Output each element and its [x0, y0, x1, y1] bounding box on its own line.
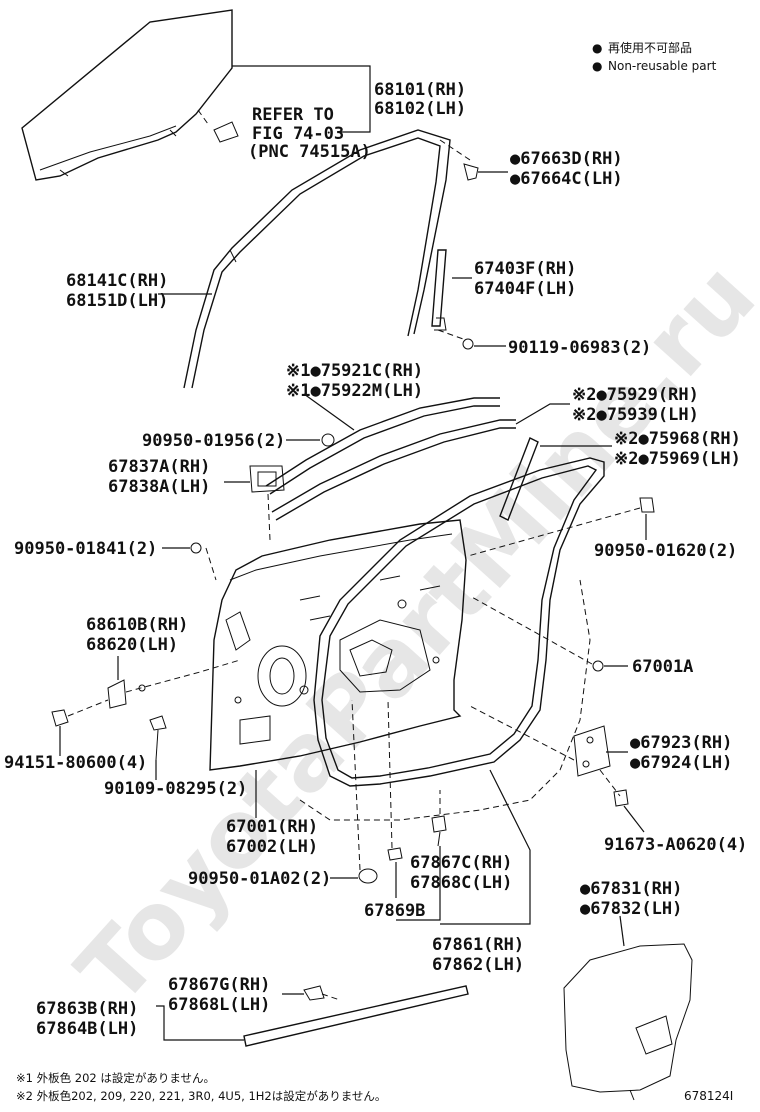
service-hole-cover-label-lh: ●67832(LH)	[580, 899, 682, 919]
plug-01a02-label: 90950-01A02(2)	[188, 869, 331, 889]
legend-item-en: ●	[592, 59, 602, 73]
check-label-rh: 68610B(RH)	[86, 615, 188, 635]
footnote-2: ※2 外板色202, 209, 220, 221, 3R0, 4U5, 1H2は…	[16, 1089, 386, 1103]
hinge-cover-label-lh: 67838A(LH)	[108, 477, 210, 497]
door-weatherstrip	[299, 457, 605, 821]
weatherstrip-clip-label-rh: 67867C(RH)	[410, 853, 512, 873]
figure-number: 678124I	[684, 1089, 733, 1103]
clip-67869b-label: 67869B	[364, 901, 425, 921]
outer-moulding-75929	[271, 419, 516, 521]
glass-label-lh: 68102(LH)	[374, 99, 466, 119]
legend: ● 再使用不可部品 ● Non-reusable part	[592, 40, 717, 73]
weatherstrip-label-lh: 67862(LH)	[432, 955, 524, 975]
refer-line3: (PNC 74515A)	[248, 142, 371, 162]
run-channel-label-lh: 68151D(LH)	[66, 291, 168, 311]
hinge-cover	[249, 465, 285, 541]
moulding-75921-label-rh: ※1●75921C(RH)	[286, 361, 423, 381]
bolt-90109-label: 90109-08295(2)	[104, 779, 247, 799]
legend-label-jp: 再使用不可部品	[608, 40, 692, 55]
plug-01841-icon	[190, 542, 202, 554]
seal-67001a-label: 67001A	[632, 657, 693, 677]
moulding-75929-label-lh: ※2●75939(LH)	[572, 405, 699, 425]
service-hole-cover-label-rh: ●67831(RH)	[580, 879, 682, 899]
plug-01a02-icon	[358, 868, 378, 884]
moulding-75968-label-lh: ※2●75969(LH)	[614, 449, 741, 469]
run-channel	[183, 129, 451, 389]
lower-clip-label-lh: 67868L(LH)	[168, 995, 270, 1015]
weatherstrip-label-rh: 67861(RH)	[432, 935, 524, 955]
clip-67869b-icon	[387, 699, 403, 861]
glass-label-rh: 68101(RH)	[374, 80, 466, 100]
plug-01956-icon	[321, 433, 335, 447]
legend-label-en: Non-reusable part	[608, 59, 717, 73]
plug-01620-label: 90950-01620(2)	[594, 541, 737, 561]
division-bar-label-lh: 67404F(LH)	[474, 279, 576, 299]
service-hole-cover	[563, 943, 693, 1101]
division-bar-label-rh: 67403F(RH)	[474, 259, 576, 279]
door-panel-label-lh: 67002(LH)	[226, 837, 318, 857]
plug-01841-label: 90950-01841(2)	[14, 539, 157, 559]
weatherstrip-clip-label-lh: 67868C(LH)	[410, 873, 512, 893]
seal-67001a-icon	[592, 660, 604, 672]
door-inner-panel	[209, 519, 467, 771]
bracket-label-rh: ●67923(RH)	[630, 733, 732, 753]
frame-cover-label-lh: ●67664C(LH)	[510, 169, 623, 189]
door-panel-label-rh: 67001(RH)	[226, 817, 318, 837]
division-bar	[431, 249, 474, 350]
screw-91673-icon	[613, 789, 629, 807]
run-channel-label-rh: 68141C(RH)	[66, 271, 168, 291]
plug-01620-icon	[639, 497, 655, 513]
bolt-90109-icon	[149, 715, 167, 761]
weatherstrip-clip-icon	[431, 790, 447, 847]
footnote-1: ※1 外板色 202 は設定がありません。	[16, 1071, 215, 1085]
lower-weatherstrip	[243, 985, 469, 1047]
door-check	[107, 659, 241, 709]
hinge-cover-label-rh: 67837A(RH)	[108, 457, 210, 477]
refer-line1: REFER TO	[252, 105, 334, 125]
lower-clip-label-rh: 67867G(RH)	[168, 975, 270, 995]
frame-cover-clip	[439, 139, 479, 181]
lower-weatherstrip-label-rh: 67863B(RH)	[36, 999, 138, 1019]
nut-94151-icon	[51, 709, 69, 727]
moulding-75929-label-rh: ※2●75929(RH)	[572, 385, 699, 405]
check-label-lh: 68620(LH)	[86, 635, 178, 655]
screw-91673-label: 91673-A0620(4)	[604, 835, 747, 855]
moulding-75921-label-lh: ※1●75922M(LH)	[286, 381, 423, 401]
screw-90119-label: 90119-06983(2)	[508, 338, 651, 358]
refer-note: REFER TO FIG 74-03 (PNC 74515A)	[248, 105, 371, 162]
bracket-label-lh: ●67924(LH)	[630, 753, 732, 773]
bracket-67923	[469, 705, 621, 797]
frame-cover-label-rh: ●67663D(RH)	[510, 149, 623, 169]
moulding-75968-label-rh: ※2●75968(RH)	[614, 429, 741, 449]
outer-moulding-75921	[265, 397, 500, 495]
plug-01956-label: 90950-01956(2)	[142, 431, 285, 451]
lower-weatherstrip-label-lh: 67864B(LH)	[36, 1019, 138, 1039]
legend-item-jp: ●	[592, 41, 602, 55]
door-glass	[21, 9, 239, 181]
refer-line2: FIG 74-03	[252, 124, 344, 144]
nut-94151-label: 94151-80600(4)	[4, 753, 147, 773]
